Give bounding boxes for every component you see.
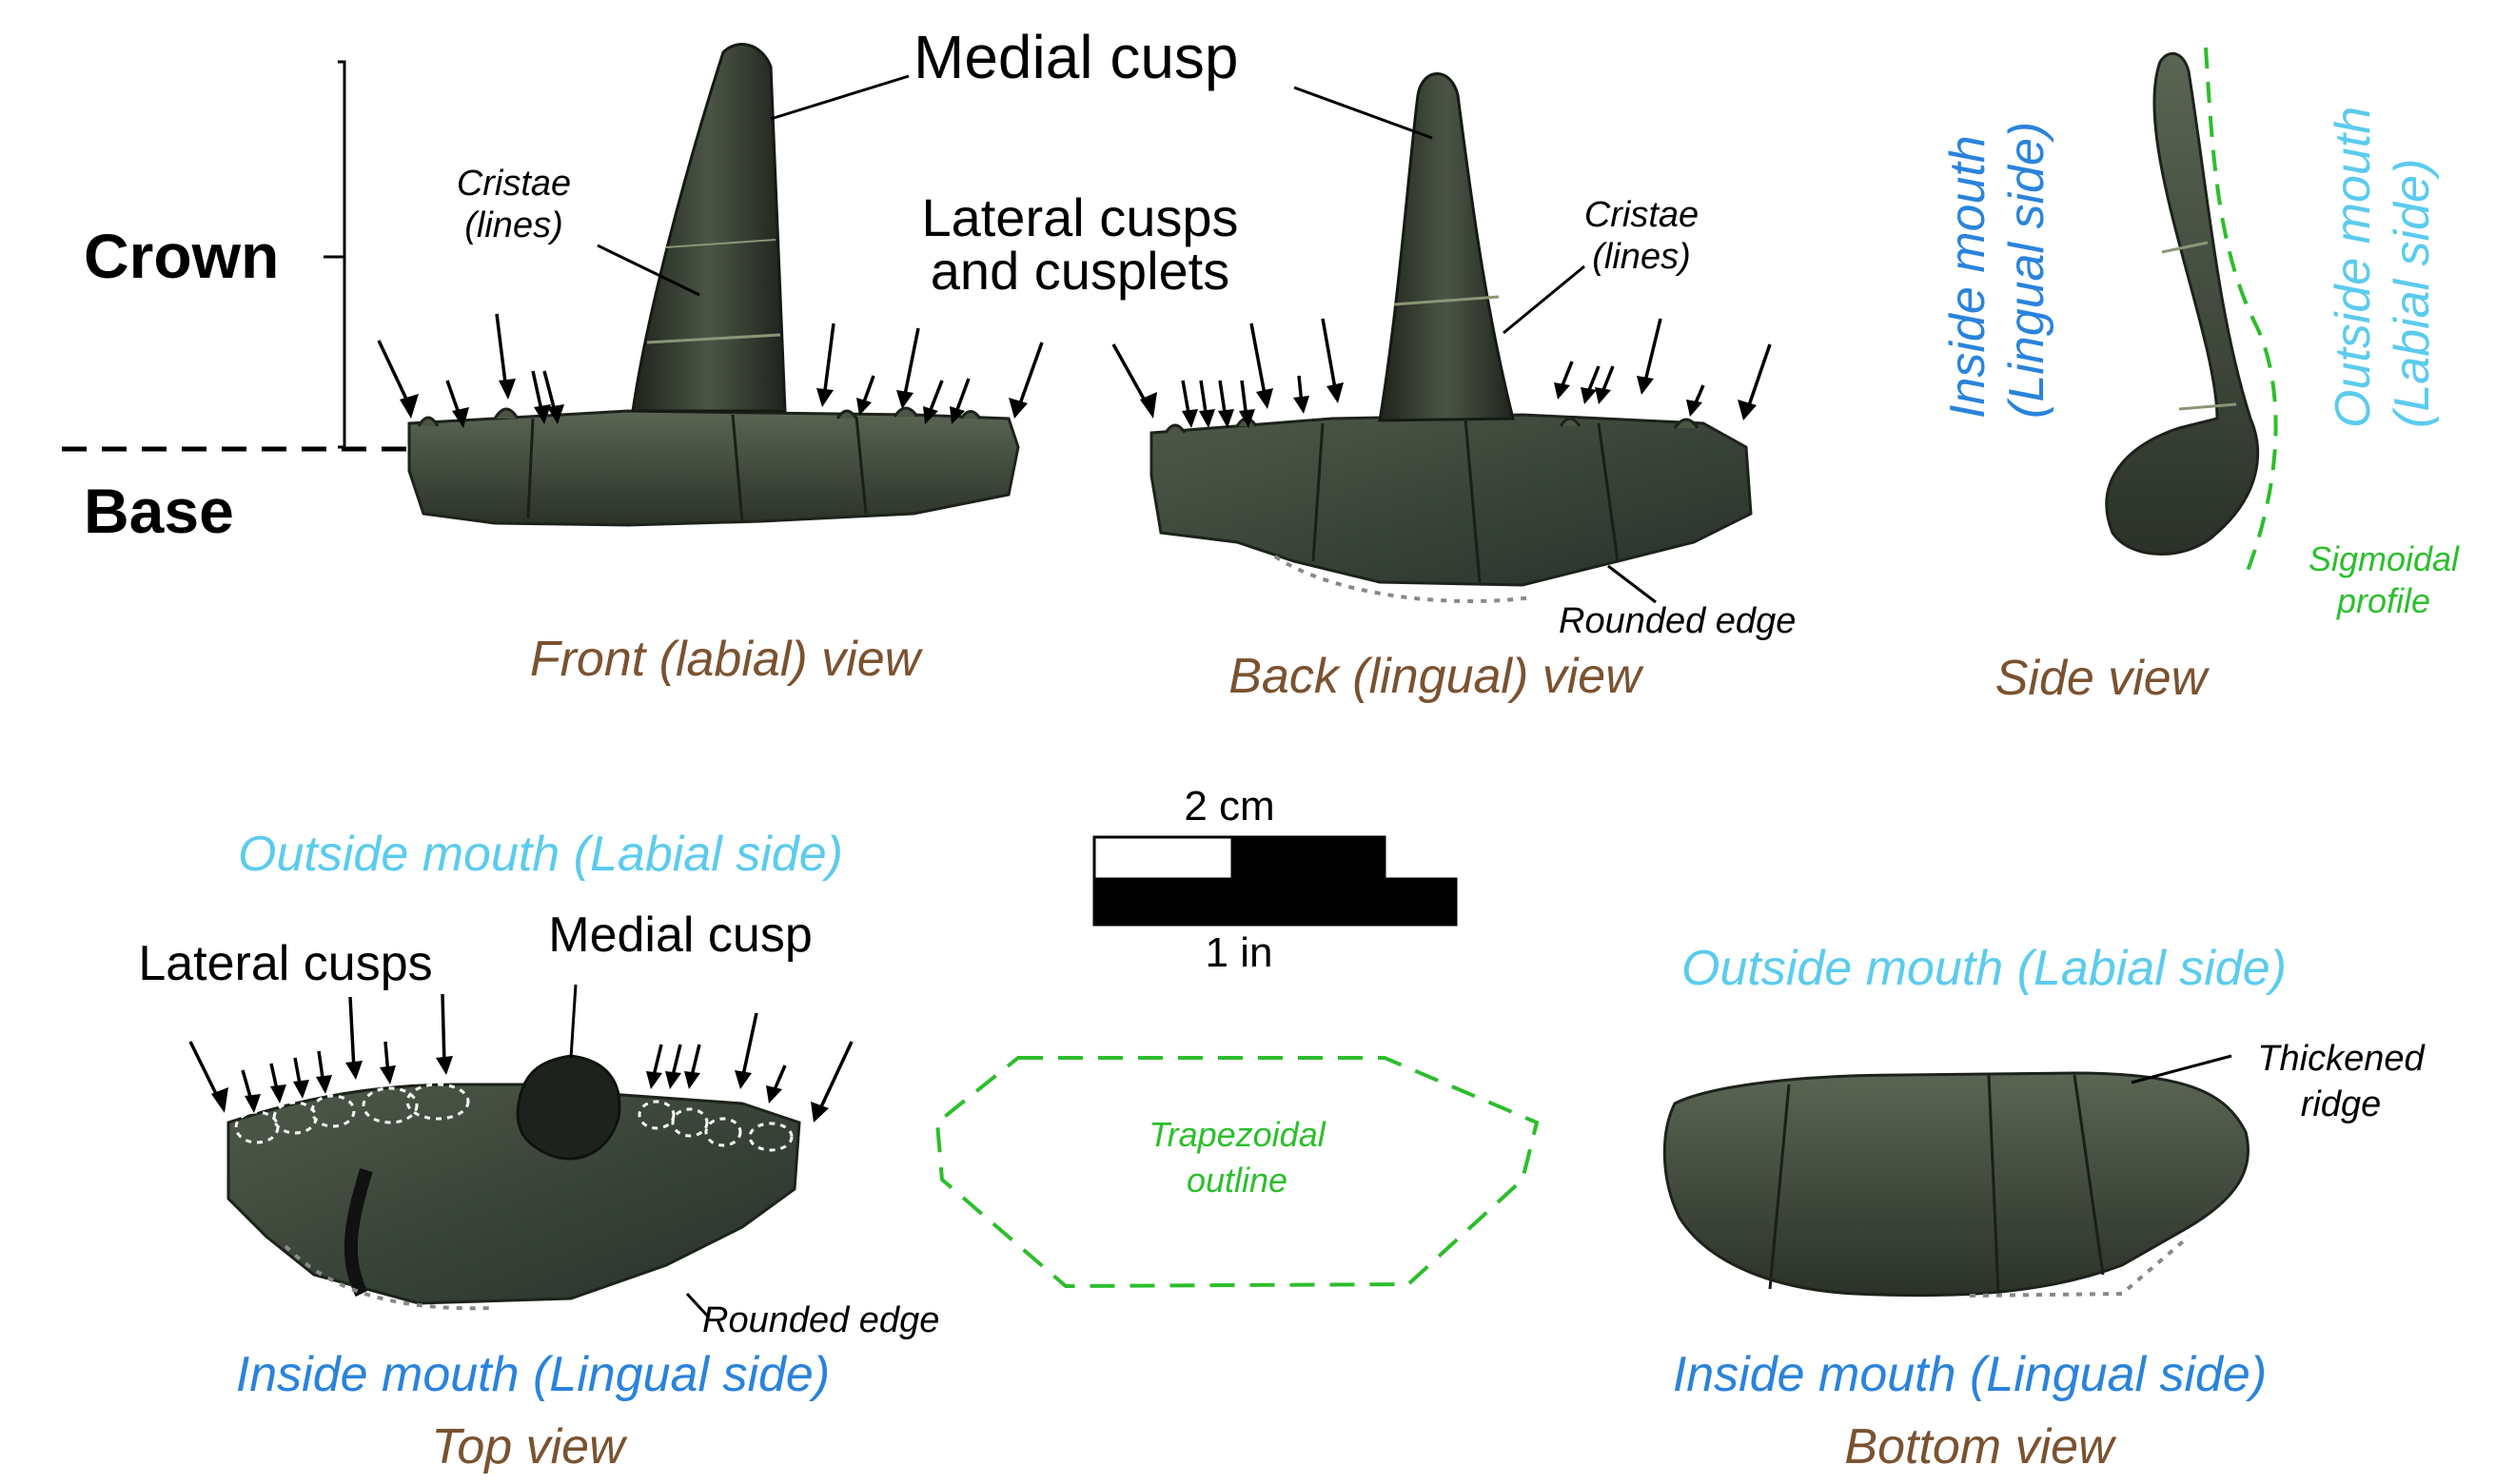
side-view-title: Side view	[1995, 651, 2210, 706]
medial-cusp-top-view-label: Medial cusp	[548, 908, 812, 963]
cristae-left-label: Cristae(lines)	[457, 164, 571, 245]
back-cusplet-arrows	[1111, 318, 1772, 428]
side-tooth	[2105, 51, 2260, 556]
bottom-base	[1662, 1071, 2250, 1298]
side-view-specimen	[2105, 47, 2278, 572]
top-view-title: Top view	[431, 1419, 628, 1474]
back-rounded-edge-dotted	[1273, 555, 1533, 604]
front-base	[407, 409, 1020, 527]
outside-mouth-bottom-label: Outside mouth (Labial side)	[1681, 941, 2287, 996]
top-view-specimen	[226, 1054, 801, 1311]
bottom-view-specimen	[1662, 1071, 2250, 1298]
front-view-title: Front (labial) view	[530, 632, 924, 687]
front-view-specimen	[407, 43, 1020, 527]
back-view-specimen	[1149, 72, 1753, 604]
sigmoidal-profile-line	[2204, 47, 2278, 572]
cristae-right-label: Cristae(lines)	[1584, 195, 1699, 277]
back-view-title: Back (lingual) view	[1228, 649, 1644, 704]
trapezoidal-outline-shape	[934, 1056, 1540, 1289]
rounded-edge-top-label: Rounded edge	[702, 1300, 939, 1340]
top-cusp-arrows	[188, 993, 854, 1123]
top-rounded-edge-dotted	[284, 1244, 496, 1311]
front-cusplet-arrows	[377, 313, 1044, 428]
inside-mouth-side-label: Inside mouth(Lingual side)	[1940, 122, 2054, 419]
front-medial-cusp	[631, 43, 787, 413]
crown-label: Crown	[84, 221, 279, 291]
outside-mouth-side-label: Outside mouth(Labial side)	[2326, 107, 2440, 428]
bottom-view-title: Bottom view	[1844, 1419, 2117, 1474]
scale-bar	[1092, 835, 1458, 927]
outside-mouth-top-label: Outside mouth (Labial side)	[238, 827, 843, 882]
back-base	[1149, 413, 1753, 587]
pointer-lines	[569, 74, 2232, 1319]
base-label: Base	[84, 476, 234, 546]
crown-base-bracket	[62, 60, 409, 452]
back-medial-cusp	[1378, 72, 1515, 422]
inside-mouth-top-label: Inside mouth (Lingual side)	[236, 1347, 830, 1402]
medial-cusp-label: Medial cusp	[914, 23, 1239, 91]
rounded-edge-back-label: Rounded edge	[1559, 601, 1796, 641]
scale-imperial-label: 1 in	[1206, 929, 1273, 976]
scale-metric-label: 2 cm	[1184, 783, 1274, 830]
inside-mouth-bottom-label: Inside mouth (Lingual side)	[1673, 1347, 2267, 1402]
top-medial-cusp	[516, 1054, 621, 1161]
lateral-cusps-label: Lateral cusps	[138, 936, 432, 991]
